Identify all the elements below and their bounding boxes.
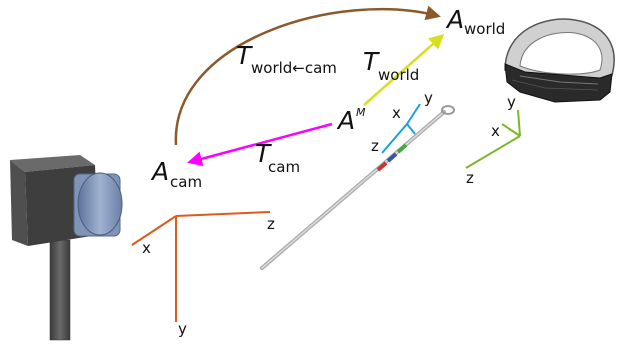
world-transform-arrow	[363, 34, 445, 106]
label-t-world: T world	[363, 47, 419, 84]
needle-axis-z-label: z	[371, 137, 379, 155]
headset-axes: y x z	[465, 93, 521, 187]
label-a-cam: A cam	[150, 157, 202, 191]
world-cam-transform-arrow	[174, 5, 441, 146]
camera-axis-y-label: y	[178, 320, 187, 338]
headset-axis-y-label: y	[507, 93, 516, 111]
label-t-world-cam-main: T	[236, 41, 253, 70]
label-t-world-sub: world	[378, 66, 419, 84]
camera-axis-z-label: z	[267, 215, 275, 233]
label-a-m: A M	[336, 106, 366, 135]
label-a-world-sub: world	[464, 20, 505, 38]
headset-axis-z-label: z	[466, 169, 474, 187]
label-a-cam-sub: cam	[170, 173, 202, 191]
camera-axis-x-label: x	[142, 239, 151, 257]
label-t-world-cam: T world←cam	[236, 41, 337, 77]
headset-axis-x-label: x	[491, 122, 500, 140]
label-a-world: A world	[445, 5, 505, 38]
ar-headset-icon	[504, 18, 615, 103]
cam-transform-arrow	[187, 122, 333, 167]
label-a-cam-main: A	[150, 157, 169, 186]
needle-axis-y-label: y	[424, 89, 433, 107]
needle-axis-x-label: x	[392, 104, 401, 122]
label-t-cam-main: T	[255, 139, 272, 168]
tracking-camera-icon	[10, 155, 123, 341]
label-t-cam-sub: cam	[268, 158, 300, 176]
label-t-world-main: T	[363, 47, 380, 76]
tracked-needle-icon	[260, 105, 455, 270]
label-a-world-main: A	[445, 5, 464, 34]
camera-axes: z x y	[131, 211, 275, 338]
needle-axes: y x z	[371, 89, 433, 155]
label-a-m-sup: M	[356, 106, 366, 119]
label-t-world-cam-sub: world←cam	[251, 59, 337, 77]
label-t-cam: T cam	[255, 139, 300, 176]
label-a-m-main: A	[336, 106, 355, 135]
